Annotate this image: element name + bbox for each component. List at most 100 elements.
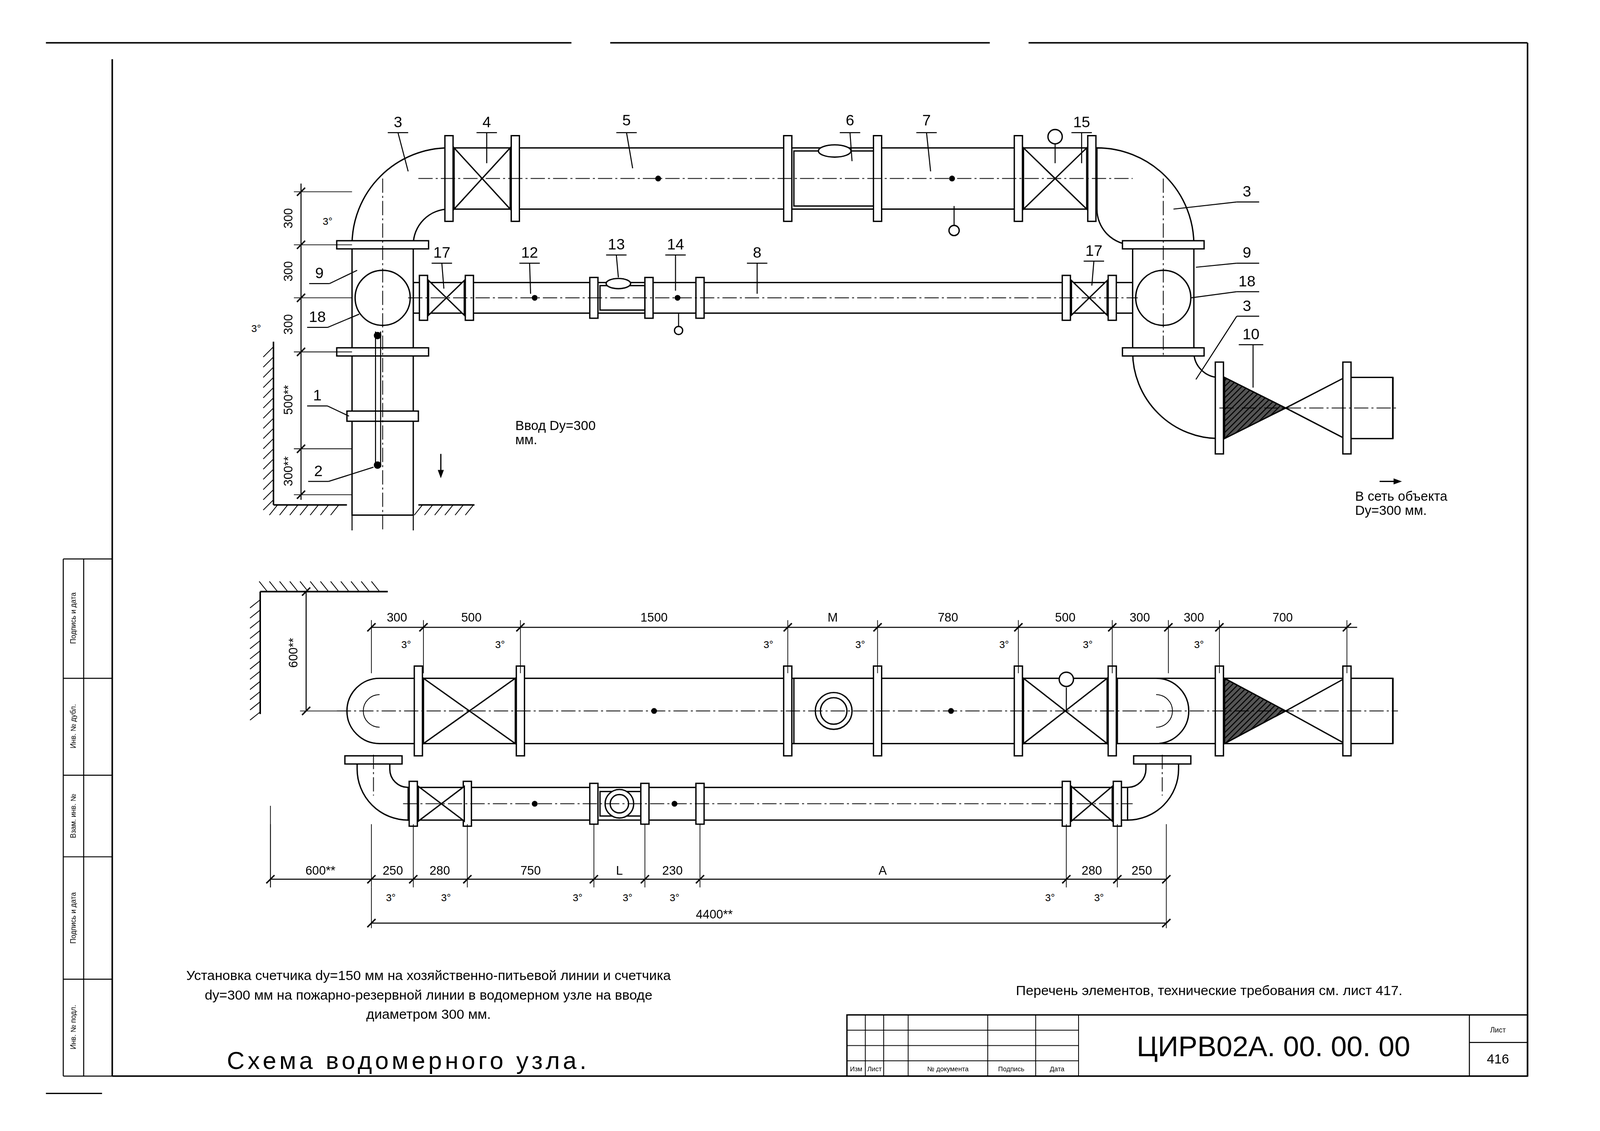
extension-line xyxy=(370,887,372,929)
dimension-text: 500 xyxy=(1053,611,1077,626)
wall-hatch xyxy=(310,581,319,592)
extension-line xyxy=(293,244,352,246)
arrow-head xyxy=(1394,479,1401,484)
dimension-text: 280 xyxy=(428,864,451,878)
wall-hatch xyxy=(330,581,339,592)
dimension-tick xyxy=(1164,623,1173,632)
angle-mark: 3° xyxy=(998,639,1011,651)
wall-hatch xyxy=(320,505,329,516)
leader-line xyxy=(309,283,330,285)
extension-line xyxy=(293,351,352,353)
angle-mark: 3° xyxy=(854,639,867,651)
point-mark xyxy=(949,176,955,181)
title-block-line xyxy=(846,1030,1079,1032)
leader-line xyxy=(307,405,328,407)
wall-hatch xyxy=(250,641,261,650)
angle-mark: 3° xyxy=(321,215,334,228)
title-block-line xyxy=(846,1045,1079,1047)
stamp-text: Подпись и дата xyxy=(69,592,78,645)
wall-hatch xyxy=(263,489,274,501)
valve-stem xyxy=(1054,142,1056,164)
center-line xyxy=(408,297,1138,299)
wall-hatch xyxy=(434,505,443,516)
title-block-text: Лист xyxy=(1490,1026,1506,1035)
callout-number: 10 xyxy=(1242,326,1260,344)
inlet-label: Ввод Dy=300 мм. xyxy=(515,419,599,449)
leader-line xyxy=(926,132,931,172)
callout-number: 9 xyxy=(315,265,324,282)
wall-hatch xyxy=(250,681,261,690)
dimension-text: 280 xyxy=(1080,864,1104,878)
title-block xyxy=(846,1015,1528,1077)
angle-mark: 3° xyxy=(250,323,262,335)
point-mark xyxy=(656,176,661,181)
title-block-line xyxy=(907,1015,909,1077)
leader-line xyxy=(1236,315,1260,317)
leader-line xyxy=(1091,261,1094,287)
wall-hatch xyxy=(263,479,274,490)
elbow-fitting xyxy=(1132,352,1220,439)
title-block-line xyxy=(883,1015,885,1077)
wall-hatch xyxy=(414,505,423,516)
drawing-layer xyxy=(46,42,1528,1095)
wall-hatch xyxy=(424,505,433,516)
leader-line xyxy=(307,327,328,329)
wall-hatch xyxy=(263,500,274,511)
wall-hatch xyxy=(320,581,329,592)
dimension-text: 300 xyxy=(1128,611,1152,626)
dimension-text: 250 xyxy=(1130,864,1153,878)
stamp-line xyxy=(63,856,113,858)
dimension-tick xyxy=(1113,875,1122,884)
wall-hatch xyxy=(263,397,274,408)
dimension-text: 750 xyxy=(519,864,542,878)
leader-line xyxy=(1236,262,1260,264)
frame-line xyxy=(1527,42,1529,1077)
leader-line xyxy=(1173,202,1237,210)
center-line xyxy=(382,178,384,531)
dimension-tick xyxy=(1062,875,1071,884)
arrow-head xyxy=(438,470,443,477)
callout-number: 5 xyxy=(622,111,631,129)
wall-hatch xyxy=(361,581,370,592)
drawing-code: ЦИРВ02А. 00. 00. 00 xyxy=(1136,1032,1411,1064)
dimension-text: 300 xyxy=(281,260,296,283)
wall-hatch xyxy=(250,661,261,670)
frame-line xyxy=(46,1093,103,1095)
dimension-line xyxy=(270,879,1167,881)
dimension-text: 600** xyxy=(304,864,337,878)
extension-line xyxy=(370,824,372,888)
dimension-tick xyxy=(695,875,704,884)
point-mark xyxy=(675,295,680,301)
callout-number: 18 xyxy=(308,308,326,326)
drain-valve xyxy=(948,225,959,236)
leader-line xyxy=(626,132,633,169)
callout-number: 15 xyxy=(1073,114,1090,131)
dimension-line xyxy=(300,183,302,501)
angle-mark: 3° xyxy=(1093,892,1105,904)
leader-line xyxy=(1238,344,1264,346)
dimension-tick xyxy=(297,240,306,250)
callout-number: 3 xyxy=(393,114,403,131)
extension-line xyxy=(293,494,352,496)
elbow-fitting xyxy=(352,147,449,245)
dimension-text: 600** xyxy=(286,636,301,669)
callout-number: 13 xyxy=(607,236,625,254)
dimension-tick xyxy=(463,875,472,884)
wall-hatch xyxy=(250,712,261,721)
dimension-text: 1500 xyxy=(639,611,669,626)
stamp-line xyxy=(62,559,64,1077)
wall-hatch xyxy=(250,620,261,629)
stamp-text: Инв. № дубл. xyxy=(69,704,78,749)
wall-hatch xyxy=(455,505,464,516)
callout-number: 6 xyxy=(845,111,855,129)
wall-hatch xyxy=(263,367,274,378)
rod-nut xyxy=(374,462,381,469)
leader-line xyxy=(1190,291,1237,298)
title-block-line xyxy=(987,1015,989,1077)
dimension-tick xyxy=(1108,623,1117,632)
dimension-text: 500** xyxy=(281,384,296,417)
angle-mark: 3° xyxy=(1044,892,1057,904)
drain-valve xyxy=(674,326,683,335)
callout-number: 14 xyxy=(667,236,684,254)
frame-line xyxy=(609,41,990,44)
